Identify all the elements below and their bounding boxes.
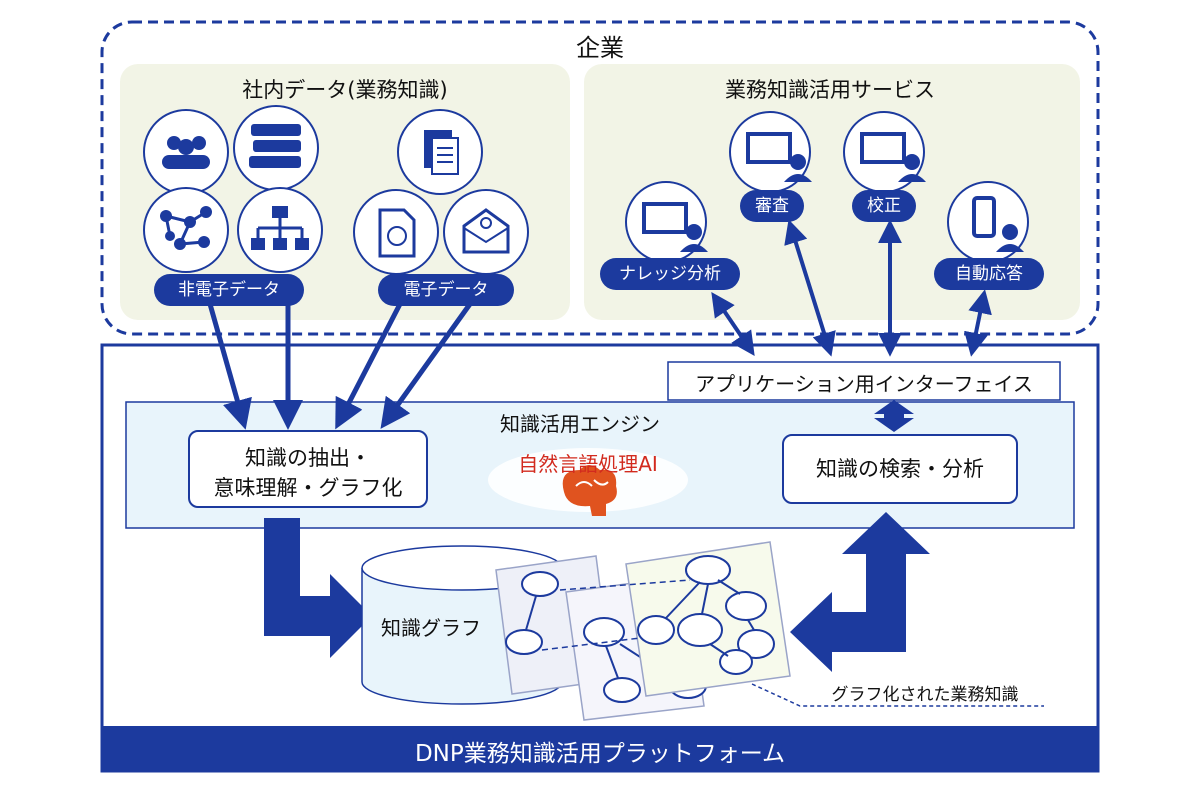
auto-response-phone-icon xyxy=(947,181,1029,263)
graph-dashed-links xyxy=(541,579,691,651)
arrow-review xyxy=(784,219,836,357)
graph-card-3 xyxy=(625,541,791,697)
arrow-extract-to-graph xyxy=(264,518,372,658)
electronic-data-label: 電子データ xyxy=(378,274,514,306)
platform-footer: DNP業務知識活用プラットフォーム xyxy=(414,741,786,767)
arrow-api-search xyxy=(874,400,914,432)
services-title: 業務知識活用サービス xyxy=(725,78,935,102)
arrow-non-electronic-1 xyxy=(207,303,252,430)
review-terminal-icon xyxy=(729,111,812,193)
documents-icon xyxy=(397,109,483,195)
service-proofreading: 校正 xyxy=(852,190,916,222)
books-icon xyxy=(233,105,319,191)
extract-box-line2: 意味理解・グラフ化 xyxy=(213,476,403,500)
internal-data-title: 社内データ(業務知識) xyxy=(242,78,448,102)
ai-label: 自然言語処理AI xyxy=(518,452,658,476)
search-box: 知識の検索・分析 xyxy=(782,434,1018,504)
org-chart-icon xyxy=(237,187,323,273)
enterprise-title: 企業 xyxy=(576,34,624,62)
proofreading-terminal-icon xyxy=(843,111,926,193)
enterprise-container xyxy=(100,20,1100,336)
people-icon xyxy=(143,109,229,195)
api-box xyxy=(667,361,1061,401)
brain-icon xyxy=(562,465,617,516)
knowledge-analysis-terminal-icon xyxy=(625,181,708,263)
services-panel xyxy=(584,64,1080,320)
arrow-electronic-1 xyxy=(335,302,403,430)
web-document-icon xyxy=(353,189,439,275)
platform-footer-bar xyxy=(102,726,1098,771)
arrow-knowledge-analysis xyxy=(711,292,755,356)
service-review: 審査 xyxy=(740,190,804,222)
arrow-search-graph xyxy=(790,512,930,672)
email-icon xyxy=(443,189,529,275)
search-box-label: 知識の検索・分析 xyxy=(816,457,984,481)
network-icon xyxy=(143,187,229,273)
non-electronic-data-label: 非電子データ xyxy=(154,274,304,306)
service-knowledge-analysis: ナレッジ分析 xyxy=(600,258,740,290)
extract-box: 知識の抽出・ 意味理解・グラフ化 xyxy=(188,430,428,508)
arrow-electronic-2 xyxy=(380,302,473,429)
graph-db-label: 知識グラフ xyxy=(381,616,481,640)
graph-note: グラフ化された業務知識 xyxy=(831,685,1019,705)
graph-note-leader xyxy=(751,683,1044,707)
arrow-auto-response xyxy=(964,289,992,357)
api-label: アプリケーション用インターフェイス xyxy=(695,372,1033,396)
service-auto-response: 自動応答 xyxy=(934,258,1044,290)
engine-title: 知識活用エンジン xyxy=(500,412,660,436)
extract-box-line1: 知識の抽出・ xyxy=(245,446,371,470)
